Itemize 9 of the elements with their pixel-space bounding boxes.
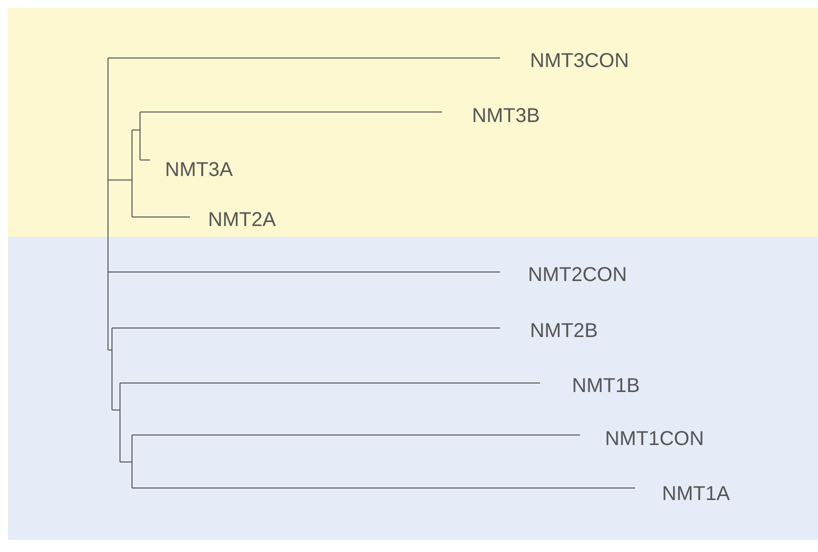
leaf-label: NMT2B: [530, 319, 598, 343]
leaf-label: NMT1B: [572, 374, 640, 398]
leaf-label: NMT3A: [165, 158, 233, 182]
leaf-label: NMT1CON: [605, 427, 704, 451]
leaf-label: NMT3CON: [530, 49, 629, 73]
leaf-label: NMT3B: [472, 104, 540, 128]
leaf-label: NMT1A: [662, 482, 730, 506]
leaf-label: NMT2CON: [528, 263, 627, 287]
leaf-label: NMT2A: [208, 208, 276, 232]
